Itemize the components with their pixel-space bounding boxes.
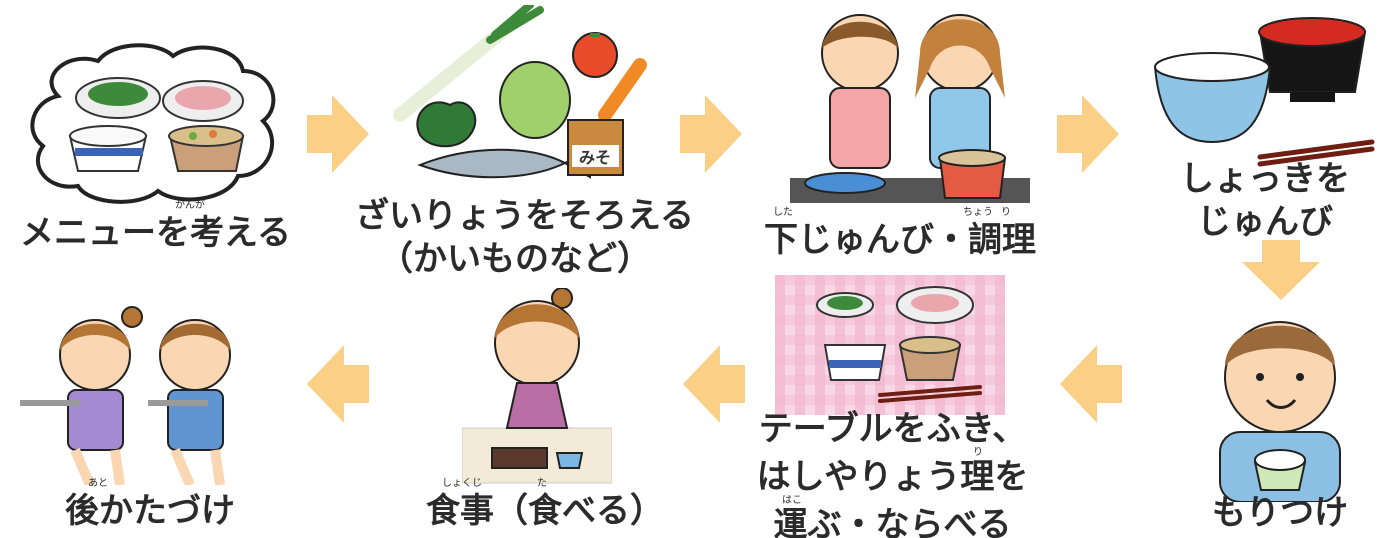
ruby-chou: ちょう [963, 207, 993, 218]
caption-line: もりつけ [1211, 493, 1349, 533]
boy-serving-rice-icon [1195, 312, 1365, 502]
children-clearing-trays-icon [20, 305, 270, 485]
step-ingredients-caption: ざいりょうをそろえる （かいものなど） [355, 195, 694, 280]
step-prep-caption: した ちょう り 下じゅんび・調理 [755, 207, 1045, 262]
ruby-shita: した [773, 207, 793, 218]
ruby-hako: はこ [782, 495, 802, 507]
table-setting-icon [775, 275, 1005, 415]
step-serve-caption: もりつけ [1190, 492, 1370, 535]
vegetables-ingredients-icon: みそ [390, 5, 650, 195]
caption-line: テーブルをふき、 [758, 409, 1027, 449]
step-cleanup-caption: あと 後かたづけ [40, 478, 260, 533]
caption-line: （かいものなど） [379, 238, 651, 279]
arrow-down-icon [1242, 240, 1320, 304]
arrow-right-icon [1057, 95, 1119, 177]
arrow-left-icon [307, 345, 369, 427]
arrow-right-icon [307, 95, 369, 177]
step-eat-caption: しょくじ た 食事（食べる） [420, 478, 670, 533]
miso-label: みそ [579, 148, 611, 167]
caption-line: しょっきを [1180, 159, 1350, 199]
caption-line: 食事（食べる） [426, 491, 664, 531]
bowls-chopsticks-icon [1150, 12, 1375, 172]
step-dishes-caption: しょっきを じゅんび [1165, 158, 1365, 243]
caption-line: 下じゅんび・調理 [764, 220, 1036, 260]
caption-line: ざいりょうをそろえる [355, 196, 694, 236]
arrow-right-icon [680, 95, 742, 177]
caption-line: 運ぶ・ならべる [773, 505, 1012, 538]
caption-line: はしやりょう理を [756, 457, 1029, 498]
ruby-kanga: かんが [175, 200, 205, 211]
caption-line: メニューを考える [20, 213, 291, 253]
menu-thought-cloud-icon [18, 36, 288, 211]
step-table-caption: テーブルをふき、 り はしやりょう理を はこ 運ぶ・ならべる [740, 410, 1045, 538]
caption-line: 後かたづけ [65, 491, 235, 531]
ruby-ato: あと [88, 478, 108, 489]
arrow-left-icon [1060, 345, 1122, 427]
caption-line: じゅんび [1197, 201, 1333, 242]
step-menu-caption: かんが メニューを考える [20, 200, 291, 255]
arrow-left-icon [683, 345, 745, 427]
girl-eating-icon [462, 288, 612, 488]
ruby-ri-2: り [973, 447, 983, 459]
cooking-children-icon [790, 8, 1030, 203]
ruby-shokuji: しょくじ [442, 478, 482, 489]
ruby-ri: り [1001, 207, 1011, 218]
ruby-ta: た [537, 478, 547, 489]
